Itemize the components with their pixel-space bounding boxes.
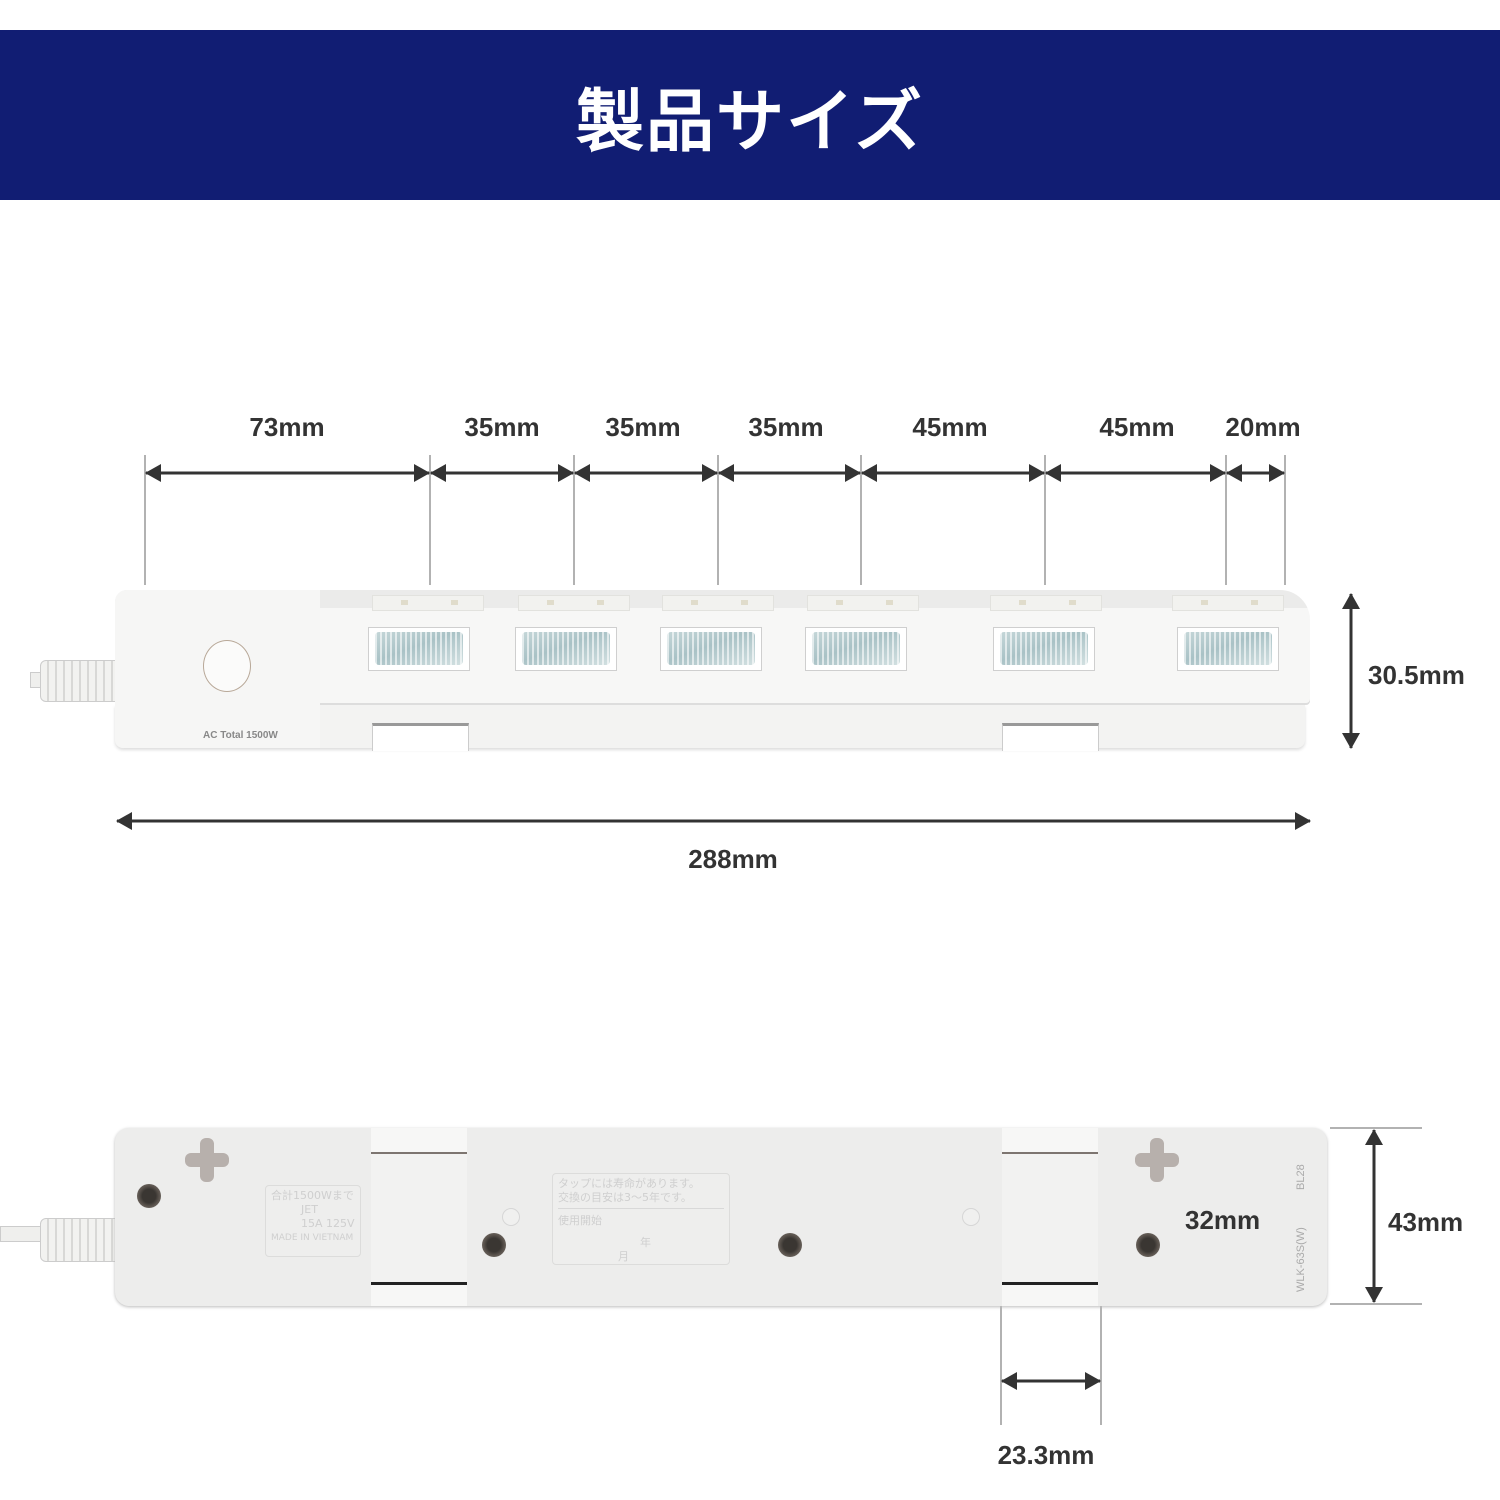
screw-icon <box>778 1233 802 1257</box>
dim-label-segment-7: 20mm <box>1225 412 1301 442</box>
outlet-4 <box>807 595 919 611</box>
emboss-text: 15A 125V <box>301 1217 355 1230</box>
emboss-text: 月 <box>618 1250 629 1263</box>
emboss-text: MADE IN VIETNAM <box>271 1233 354 1243</box>
dim-label-keyhole-spacing: 32mm <box>1185 1205 1261 1235</box>
emboss-text: JET <box>301 1203 318 1216</box>
ac-total-label: AC Total 1500W <box>203 730 278 741</box>
mount-clip-window-right <box>1002 1128 1098 1306</box>
screw-icon <box>1136 1233 1160 1257</box>
screw-icon <box>137 1184 161 1208</box>
switch-rocker-icon <box>667 632 755 665</box>
page-title: 製品サイズ <box>576 82 924 162</box>
rocker-switch-5 <box>993 627 1095 671</box>
dim-label-segment-4: 35mm <box>748 412 824 442</box>
dim-label-segment-3: 35mm <box>605 412 681 442</box>
emboss-text: タップには寿命があります。 <box>558 1177 700 1190</box>
switch-rocker-icon <box>812 632 900 665</box>
emboss-text: 交換の目安は3〜5年です。 <box>558 1191 724 1209</box>
main-power-button <box>203 640 251 692</box>
emboss-text: 合計1500Wまで <box>271 1189 354 1202</box>
cord-strain-relief <box>40 660 122 702</box>
small-hole <box>502 1208 520 1226</box>
switch-rocker-icon <box>1000 632 1088 665</box>
date-fields: 年 月 <box>558 1236 724 1264</box>
keyhole-left-icon <box>185 1138 229 1182</box>
power-strip-back-view: 合計1500Wまで JET 15A 125V MADE IN VIETNAM タ… <box>115 1128 1327 1306</box>
outlet-2 <box>518 595 630 611</box>
model-code: WLK-63S(W) <box>1295 1227 1307 1292</box>
outlet-1 <box>372 595 484 611</box>
dim-label-clip-width: 23.3mm <box>997 1440 1095 1470</box>
usage-notice-emboss: タップには寿命があります。 交換の目安は3〜5年です。 使用開始 年 月 <box>552 1173 730 1265</box>
small-hole <box>962 1208 980 1226</box>
switch-rocker-icon <box>1184 632 1272 665</box>
dim-label-total-length: 288mm <box>688 844 778 874</box>
dim-label-segment-5: 45mm <box>912 412 988 442</box>
keyhole-right-icon <box>1135 1138 1179 1182</box>
outlet-3 <box>662 595 774 611</box>
outlet-5 <box>990 595 1102 611</box>
rocker-switch-3 <box>660 627 762 671</box>
mount-clip-slot-right <box>1002 723 1099 751</box>
rating-emboss: 合計1500Wまで JET 15A 125V MADE IN VIETNAM <box>265 1185 361 1257</box>
header-banner: 製品サイズ <box>0 30 1500 200</box>
switch-rocker-icon <box>375 632 463 665</box>
rocker-switch-2 <box>515 627 617 671</box>
switch-rocker-icon <box>522 632 610 665</box>
dim-label-segment-2: 35mm <box>464 412 540 442</box>
cord-strain-relief-back <box>40 1218 122 1262</box>
model-suffix: BL28 <box>1295 1164 1307 1190</box>
emboss-text: 年 <box>640 1236 651 1249</box>
rocker-switch-6 <box>1177 627 1279 671</box>
dim-label-back-height: 43mm <box>1388 1207 1464 1237</box>
dim-label-front-height: 30.5mm <box>1368 660 1465 690</box>
outlet-6 <box>1172 595 1284 611</box>
mount-clip-window-left <box>371 1128 467 1306</box>
mount-clip-slot-left <box>372 723 469 751</box>
rocker-switch-1 <box>368 627 470 671</box>
dim-label-segment-6: 45mm <box>1099 412 1175 442</box>
emboss-text: 使用開始 <box>558 1214 602 1227</box>
power-strip-front-view: AC Total 1500W <box>115 590 1310 751</box>
rocker-switch-4 <box>805 627 907 671</box>
screw-icon <box>482 1233 506 1257</box>
dim-label-segment-1: 73mm <box>249 412 325 442</box>
